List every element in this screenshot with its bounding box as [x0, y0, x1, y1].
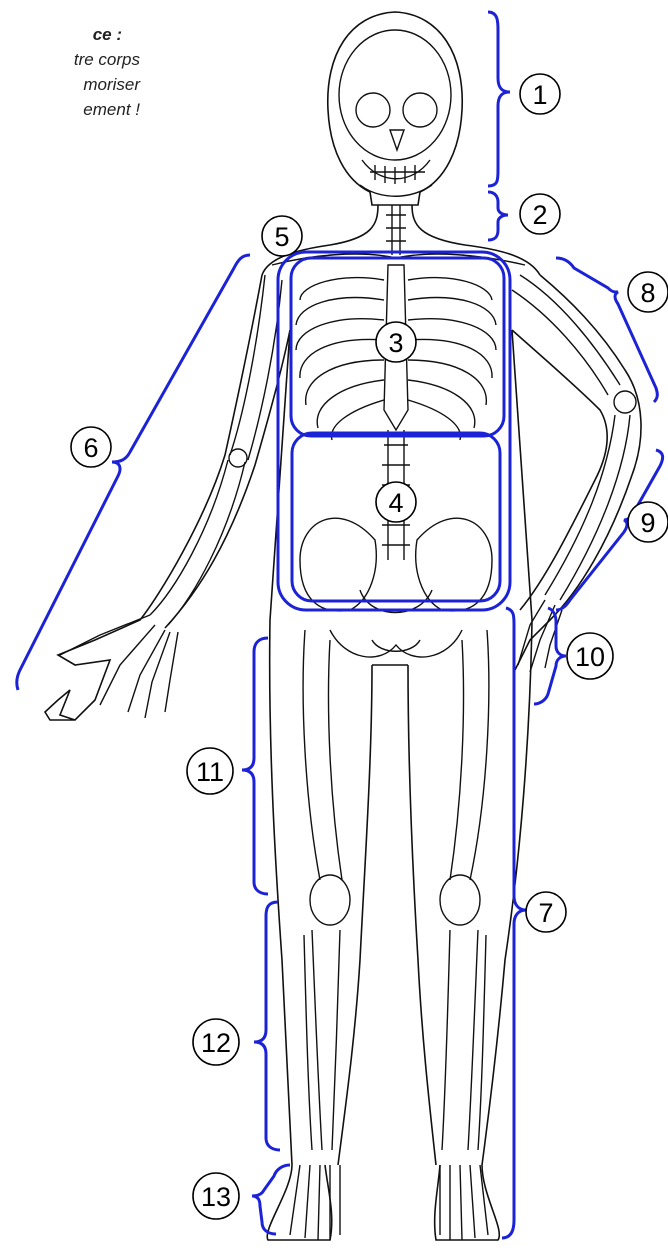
callout-4: 4	[376, 482, 416, 522]
callout-12: 12	[193, 1019, 239, 1065]
callout-10: 10	[567, 633, 613, 679]
callout-8: 8	[628, 272, 668, 312]
svg-text:1: 1	[532, 80, 547, 110]
region-brackets	[17, 12, 663, 1238]
svg-text:6: 6	[83, 433, 98, 463]
thigh-bracket	[242, 638, 268, 894]
callout-13: 13	[193, 1173, 239, 1219]
body-outline	[45, 12, 641, 1240]
svg-text:10: 10	[575, 642, 605, 672]
leg-bracket	[502, 608, 526, 1238]
svg-text:2: 2	[532, 200, 547, 230]
callout-6: 6	[71, 427, 111, 467]
number-callouts: 1 2 3 4 5 6 7 8 9 10 11 12 13	[71, 74, 668, 1219]
svg-text:5: 5	[274, 222, 289, 252]
svg-text:9: 9	[640, 508, 655, 538]
callout-5: 5	[262, 216, 302, 256]
callout-3: 3	[376, 322, 416, 362]
neck-bracket	[488, 192, 508, 240]
head-bracket	[488, 12, 510, 186]
svg-text:8: 8	[640, 278, 655, 308]
svg-text:3: 3	[388, 328, 403, 358]
svg-text:7: 7	[538, 898, 553, 928]
svg-text:4: 4	[388, 488, 403, 518]
hand-bracket	[534, 608, 566, 704]
arm-bracket-left	[17, 255, 250, 690]
svg-text:11: 11	[196, 757, 224, 787]
callout-1: 1	[520, 74, 560, 114]
callout-11: 11	[187, 748, 233, 794]
callout-7: 7	[526, 892, 566, 932]
callout-9: 9	[628, 502, 668, 542]
callout-2: 2	[520, 194, 560, 234]
svg-text:12: 12	[201, 1028, 231, 1058]
lower-leg-bracket	[254, 902, 280, 1150]
svg-text:13: 13	[201, 1182, 231, 1212]
